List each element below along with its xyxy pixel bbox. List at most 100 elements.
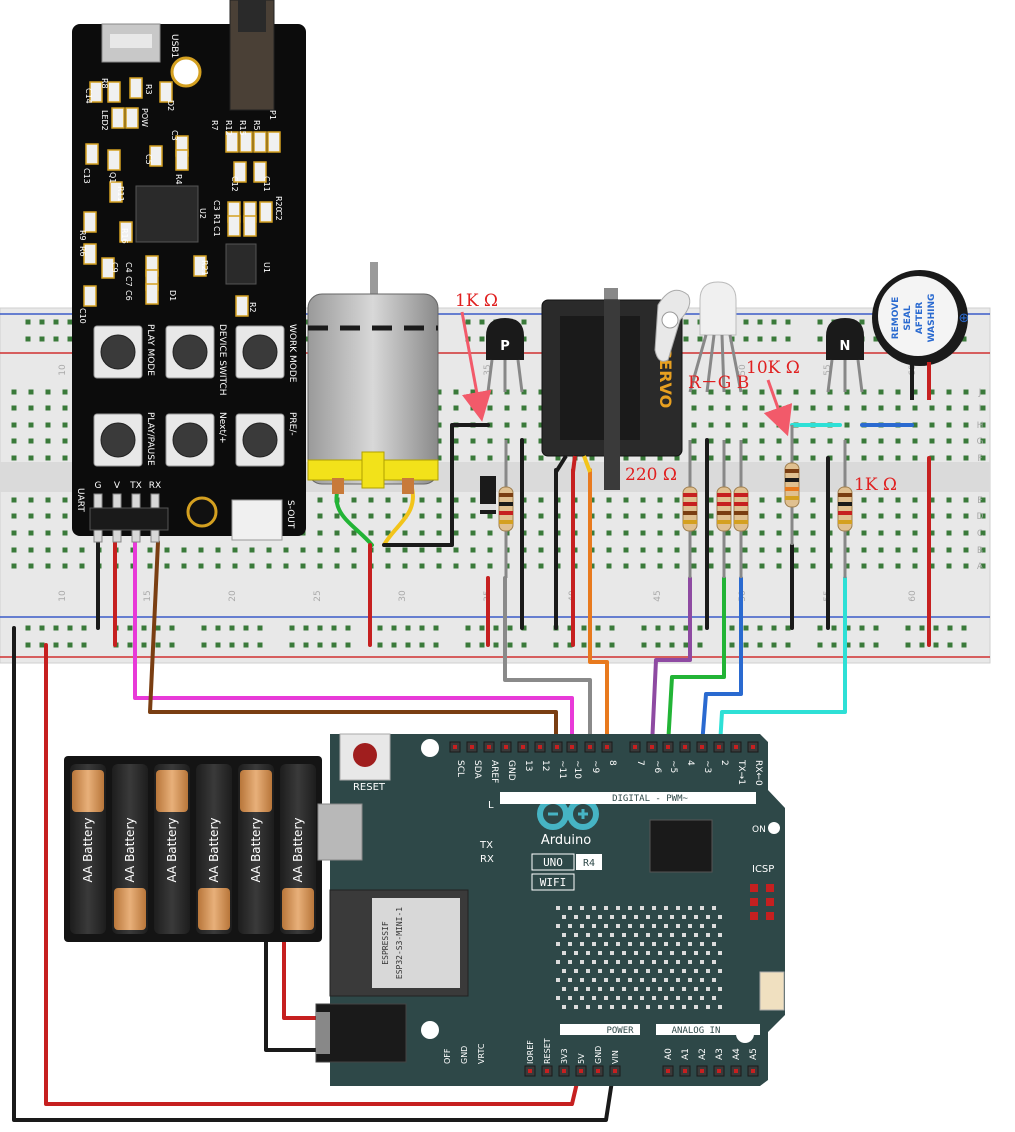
- breadboard-hole: [62, 563, 68, 569]
- buzzer-text: AFTER: [915, 302, 925, 334]
- breadboard-hole: [963, 563, 969, 569]
- breadboard-hole: [487, 563, 493, 569]
- breadboard-hole: [759, 389, 765, 395]
- mp3-button[interactable]: PLAY MODE: [93, 324, 155, 379]
- mp3-button[interactable]: PLAY/PAUSE: [93, 412, 155, 467]
- breadboard-hole: [249, 563, 255, 569]
- breadboard-hole: [521, 389, 527, 395]
- breadboard-hole: [810, 405, 816, 411]
- icsp-pin: [766, 898, 774, 906]
- breadboard-hole: [776, 530, 782, 536]
- breadboard-hole: [436, 455, 442, 461]
- component-label: R7: [210, 120, 219, 131]
- breadboard-hole: [11, 547, 17, 553]
- breadboard-hole: [946, 455, 952, 461]
- rail-hole: [419, 642, 425, 648]
- rail-hole: [669, 642, 675, 648]
- breadboard-hole: [691, 389, 697, 395]
- breadboard-hole: [11, 563, 17, 569]
- breadboard-hole: [963, 547, 969, 553]
- breadboard-hole: [691, 438, 697, 444]
- breadboard-hole: [538, 513, 544, 519]
- battery-label: AA Battery: [207, 818, 221, 883]
- rail-hole: [67, 336, 73, 342]
- smd-component: [111, 107, 125, 129]
- esp-brand: ESPRESSIF: [381, 921, 390, 965]
- rail-hole: [697, 336, 703, 342]
- rail-hole: [729, 642, 735, 648]
- breadboard-hole: [878, 497, 884, 503]
- breadboard-hole: [861, 530, 867, 536]
- component-label: C13: [82, 168, 91, 184]
- rail-hole: [947, 642, 953, 648]
- breadboard-hole: [470, 389, 476, 395]
- gray-wire: [503, 576, 592, 747]
- rail-hole: [53, 336, 59, 342]
- breadboard-hole: [963, 422, 969, 428]
- breadboard-hole: [317, 547, 323, 553]
- breadboard-hole: [793, 547, 799, 553]
- rail-hole: [859, 319, 865, 325]
- breadboard-hole: [946, 497, 952, 503]
- mp3-button[interactable]: WORK MODE: [235, 324, 297, 383]
- rail-hole: [465, 625, 471, 631]
- breadboard-hole: [861, 547, 867, 553]
- battery-cell: AA Battery: [70, 764, 106, 934]
- mounting-hole: [170, 56, 202, 88]
- breadboard-hole: [725, 455, 731, 461]
- breadboard-hole: [963, 497, 969, 503]
- breadboard-hole: [878, 530, 884, 536]
- uart-pin-label: TX: [129, 481, 142, 491]
- component-label: D1: [168, 290, 177, 301]
- uart-pin-label: G: [95, 481, 102, 491]
- battery-label: AA Battery: [123, 818, 137, 883]
- mp3-button[interactable]: Next/+: [165, 412, 227, 467]
- digital-pin-label: 2: [719, 760, 729, 766]
- rail-hole: [905, 625, 911, 631]
- component-label: C3: [212, 200, 221, 211]
- npn-label: N: [840, 339, 851, 354]
- breadboard-hole: [742, 405, 748, 411]
- reset-button[interactable]: [339, 733, 391, 781]
- breadboard-hole: [538, 422, 544, 428]
- icsp-pin: [766, 884, 774, 892]
- breadboard-hole: [28, 438, 34, 444]
- component-label: Q1: [108, 172, 117, 183]
- breadboard-hole: [929, 563, 935, 569]
- breadboard-hole: [929, 422, 935, 428]
- breadboard-hole: [980, 547, 986, 553]
- breadboard-hole: [759, 438, 765, 444]
- breadboard-hole: [538, 563, 544, 569]
- rail-hole: [317, 642, 323, 648]
- breadboard-hole: [674, 563, 680, 569]
- rail-hole: [465, 319, 471, 325]
- breadboard-hole: [759, 497, 765, 503]
- smd-component: [175, 149, 189, 171]
- breadboard-hole: [45, 530, 51, 536]
- resistors: [498, 425, 853, 578]
- breadboard-hole: [912, 513, 918, 519]
- component-label: C7: [124, 276, 133, 287]
- breadboard-hole: [946, 563, 952, 569]
- breadboard-hole: [878, 405, 884, 411]
- breadboard-hole: [249, 547, 255, 553]
- r4-label: R4: [583, 858, 595, 869]
- component-label: C10: [78, 308, 87, 324]
- rail-hole: [289, 642, 295, 648]
- rail-hole: [53, 642, 59, 648]
- breadboard-hole: [45, 389, 51, 395]
- breadboard-hole: [470, 438, 476, 444]
- annotation-rgb: R－G B: [688, 373, 749, 393]
- breadboard-hole: [487, 455, 493, 461]
- mp3-button[interactable]: PRE/-: [235, 412, 297, 467]
- rail-hole: [243, 625, 249, 631]
- battery-red-lead: [282, 938, 320, 1020]
- breadboard-hole: [946, 438, 952, 444]
- breadboard-hole: [657, 455, 663, 461]
- row-letter: D: [977, 512, 984, 522]
- mp3-button[interactable]: DEVICE SWITCH: [165, 324, 227, 396]
- smd-component: [129, 77, 143, 99]
- rail-hole: [25, 319, 31, 325]
- breadboard-hole: [861, 405, 867, 411]
